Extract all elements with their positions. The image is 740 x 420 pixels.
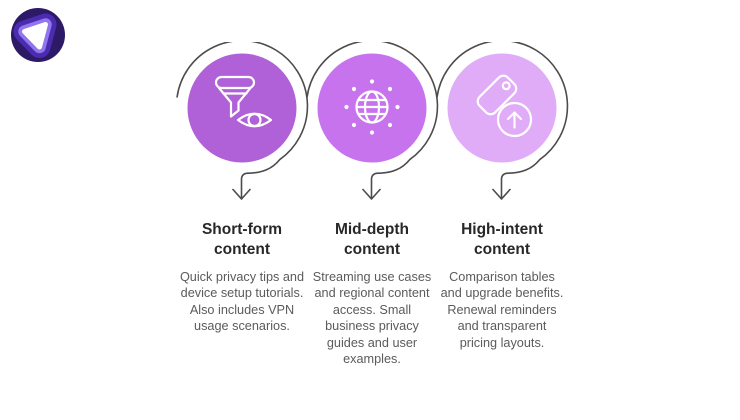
stage-description: Comparison tables and upgrade benefits. … [440, 269, 564, 350]
network-dots [344, 79, 400, 135]
brand-logo [11, 8, 65, 62]
eye-outline [236, 112, 273, 128]
stage-description: Streaming use cases and regional content… [312, 269, 432, 367]
stage-heading: High-intent content [461, 221, 543, 258]
price-tag [476, 74, 518, 116]
stage-column-high-intent: High-intent content Comparison tables an… [434, 42, 570, 351]
stage-graphic-short-form [176, 42, 309, 200]
stage-column-short-form: Short-form content Quick privacy tips an… [174, 42, 310, 335]
loop-arrow-outline [436, 42, 569, 200]
loop-arrow-outline [176, 42, 309, 200]
globe-network-icon [344, 79, 400, 135]
stage-description: Quick privacy tips and device setup tuto… [179, 269, 305, 334]
stage-circle [187, 53, 297, 163]
stage-column-mid-depth: Mid-depth content Streaming use cases an… [304, 42, 440, 368]
logo-core-triangle [22, 22, 48, 50]
stage-graphic-mid-depth [306, 42, 439, 200]
loop-arrow-outline [306, 42, 439, 200]
globe-latitudes [355, 98, 389, 116]
up-arrow [506, 111, 523, 129]
stage-graphic-high-intent [436, 42, 569, 200]
stage-heading: Short-form content [201, 221, 283, 258]
funnel-cone [217, 86, 252, 118]
funnel-eye-icon [214, 75, 273, 128]
stage-heading: Mid-depth content [334, 221, 410, 258]
eye-pupil [247, 112, 262, 128]
price-tag-upgrade-icon [476, 74, 533, 138]
funnel-rim [214, 75, 256, 90]
